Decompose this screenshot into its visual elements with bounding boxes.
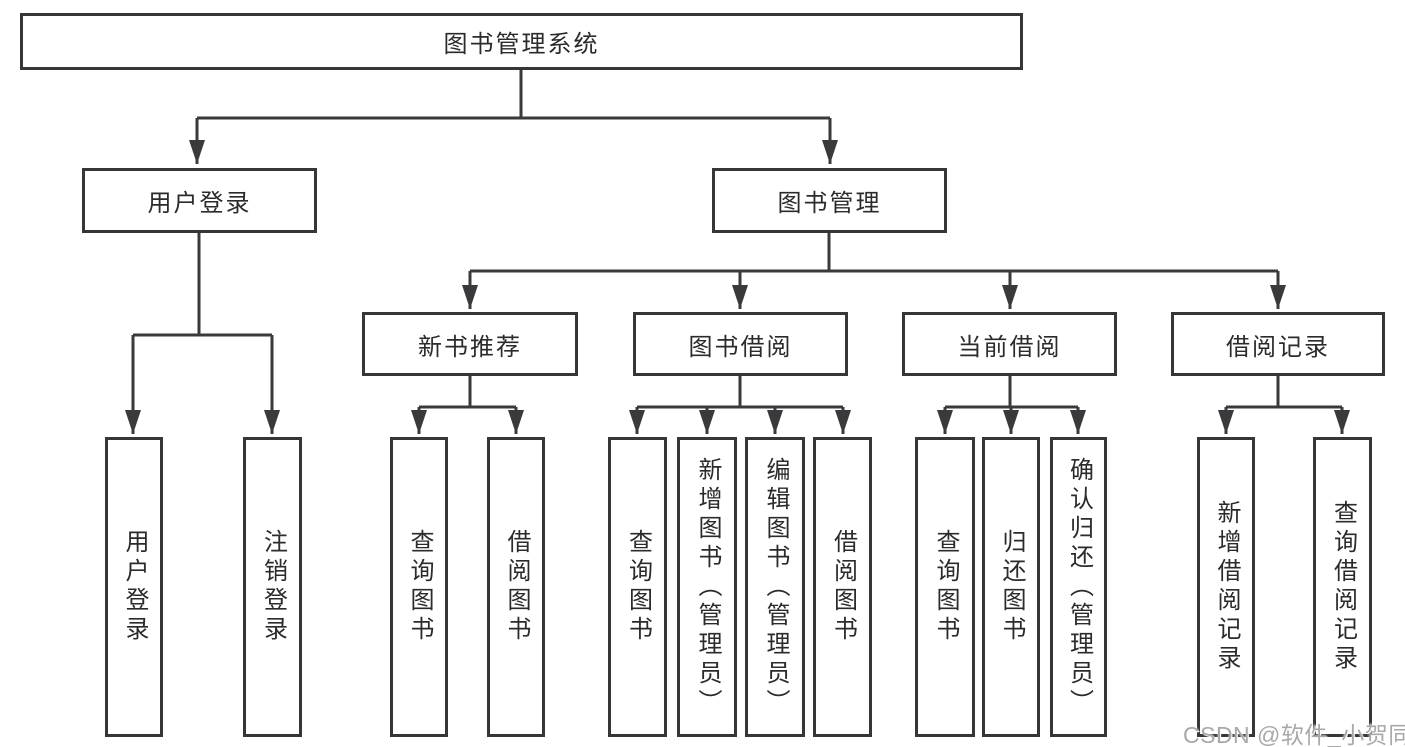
leaf-query-borrow-record: 查询借阅记录 [1313, 437, 1372, 737]
node-borrowing-records: 借阅记录 [1171, 312, 1385, 376]
node-user-login: 用户登录 [82, 168, 317, 233]
leaf-add-books-admin: 新增图书（管理员） [677, 437, 737, 737]
csdn-watermark: CSDN @软件_小贺同学 [1183, 722, 1405, 747]
leaf-borrow-books-recommend: 借阅图书 [487, 437, 545, 737]
leaf-user-login: 用户登录 [105, 437, 163, 737]
leaf-edit-books-admin: 编辑图书（管理员） [745, 437, 805, 737]
leaf-query-books-current: 查询图书 [915, 437, 975, 737]
node-book-management: 图书管理 [712, 168, 947, 233]
leaf-confirm-return-admin: 确认归还（管理员） [1050, 437, 1107, 737]
leaf-logout-login: 注销登录 [243, 437, 302, 737]
leaf-borrow-books: 借阅图书 [813, 437, 872, 737]
leaf-return-books: 归还图书 [982, 437, 1040, 737]
node-new-book-recommendation: 新书推荐 [362, 312, 578, 376]
leaf-add-borrow-record: 新增借阅记录 [1197, 437, 1255, 737]
node-current-borrowing: 当前借阅 [902, 312, 1117, 376]
leaf-query-books-recommend: 查询图书 [390, 437, 448, 737]
node-book-borrowing: 图书借阅 [633, 312, 848, 376]
node-library-management-system: 图书管理系统 [20, 13, 1023, 70]
leaf-query-books-borrow: 查询图书 [608, 437, 667, 737]
